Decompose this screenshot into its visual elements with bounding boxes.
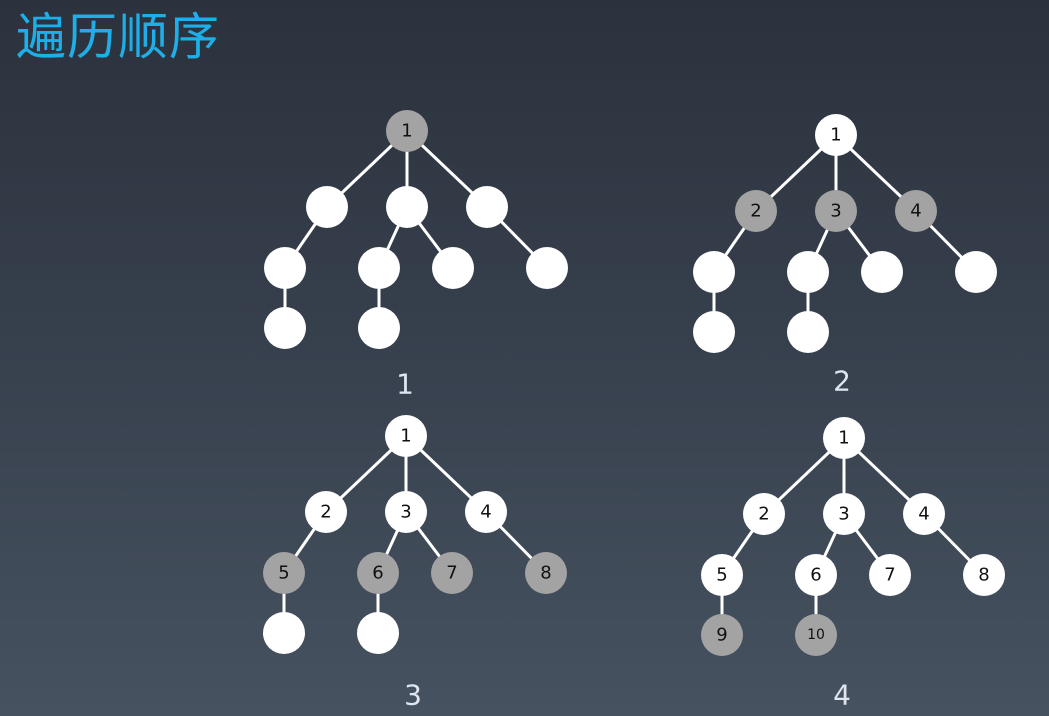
tree-node-frontier [895, 190, 937, 232]
tree-node [823, 417, 865, 459]
tree-node-label: 4 [480, 502, 491, 523]
tree-node-label: 7 [884, 565, 895, 586]
tree-node-label: 5 [716, 565, 727, 586]
tree-node-label: 2 [320, 502, 331, 523]
tree-node [795, 554, 837, 596]
tree-node [526, 247, 568, 289]
tree-node [861, 251, 903, 293]
tree-node-frontier [795, 614, 837, 656]
tree-node [358, 247, 400, 289]
tree-node [823, 493, 865, 535]
tree-node-label: 6 [810, 565, 821, 586]
tree-node-frontier [701, 614, 743, 656]
tree-node-label: 8 [978, 565, 989, 586]
tree-node-label: 5 [278, 563, 289, 584]
tree-node [466, 186, 508, 228]
tree-node-label: 9 [716, 625, 727, 646]
tree-node-frontier [431, 552, 473, 594]
tree-node [903, 493, 945, 535]
tree-node [701, 554, 743, 596]
tree-node [385, 491, 427, 533]
tree-node [743, 493, 785, 535]
tree-node-label: 3 [400, 502, 411, 523]
tree-node-label: 2 [758, 504, 769, 525]
tree-panel-4: 1 2 3 4 5 6 7 8 9 10 4 [701, 417, 1005, 712]
tree-node-label: 1 [830, 125, 841, 146]
tree-node-label: 1 [400, 426, 411, 447]
tree-node [787, 251, 829, 293]
tree-node [264, 307, 306, 349]
tree-node [306, 186, 348, 228]
tree-node-label: 1 [401, 121, 412, 142]
tree-node [963, 554, 1005, 596]
tree-node-label: 4 [918, 504, 929, 525]
tree-node-frontier [815, 190, 857, 232]
panel-caption: 2 [833, 365, 851, 398]
tree-node [465, 491, 507, 533]
tree-node-label: 10 [807, 627, 825, 643]
tree-node [305, 491, 347, 533]
panel-caption: 4 [833, 679, 851, 712]
tree-node [693, 311, 735, 353]
tree-node-label: 3 [830, 201, 841, 222]
tree-node-frontier [263, 552, 305, 594]
tree-node [787, 311, 829, 353]
tree-node [955, 251, 997, 293]
tree-panel-3: 1 2 3 4 5 6 7 8 3 [263, 415, 567, 712]
tree-node-label: 8 [540, 563, 551, 584]
tree-node [815, 114, 857, 156]
panel-caption: 1 [396, 368, 414, 401]
tree-node-label: 2 [750, 201, 761, 222]
tree-node [357, 612, 399, 654]
tree-node-frontier [525, 552, 567, 594]
tree-node [385, 415, 427, 457]
tree-node [358, 307, 400, 349]
tree-node-label: 4 [910, 201, 921, 222]
tree-panel-1: 11 [264, 110, 568, 401]
tree-node-label: 3 [838, 504, 849, 525]
tree-node [693, 251, 735, 293]
tree-panel-2: 1 2 3 4 2 [693, 114, 997, 398]
tree-node-frontier [386, 110, 428, 152]
tree-node [263, 612, 305, 654]
panel-caption: 3 [404, 679, 422, 712]
tree-node-label: 1 [838, 428, 849, 449]
tree-node [386, 186, 428, 228]
tree-node-label: 6 [372, 563, 383, 584]
tree-node [869, 554, 911, 596]
tree-node-frontier [357, 552, 399, 594]
tree-node-frontier [735, 190, 777, 232]
tree-node-label: 7 [446, 563, 457, 584]
tree-node [432, 247, 474, 289]
slide-title: 遍历顺序 [16, 8, 220, 66]
tree-node [264, 247, 306, 289]
